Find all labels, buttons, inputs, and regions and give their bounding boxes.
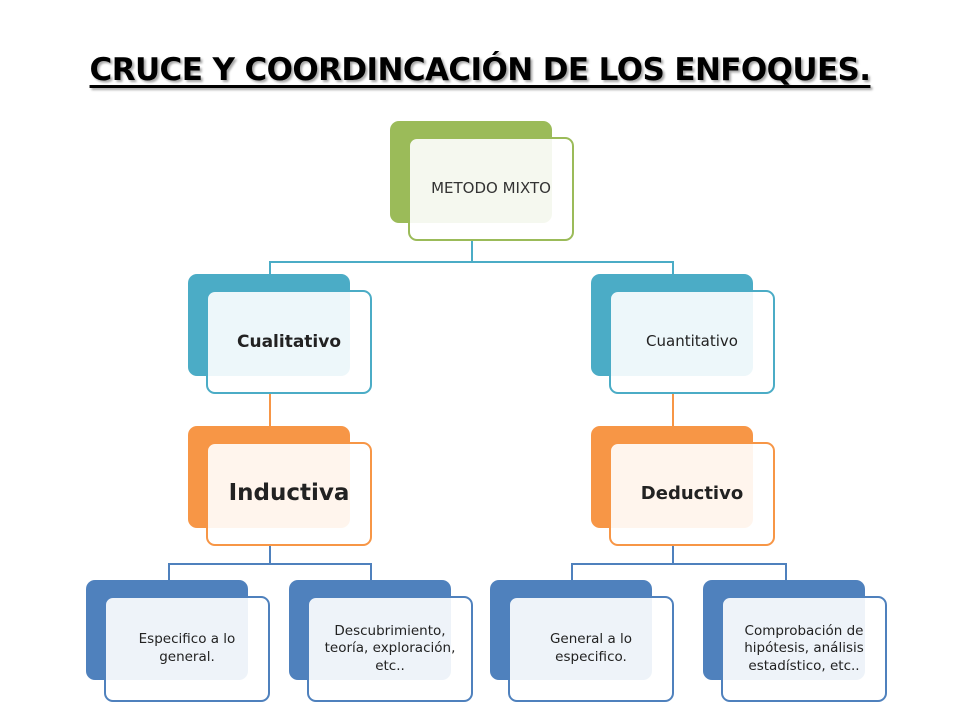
page-title: CRUCE Y COORDINCACIÓN DE LOS ENFOQUES. (89, 52, 871, 88)
detail-node-label: Especifico a lo general. (104, 596, 270, 702)
root-node-label: METODO MIXTO (408, 137, 574, 241)
connector-root-branches (269, 240, 674, 276)
detail-node-label: General a lo especifico. (508, 596, 674, 702)
connector-branch-methods (269, 394, 674, 430)
branch-node-label: Cualitativo (206, 290, 372, 394)
branch-node-label: Cuantitativo (609, 290, 775, 394)
connector-method-details (168, 546, 787, 582)
method-node-label: Inductiva (206, 442, 372, 546)
detail-node-label: Comprobación de hipótesis, análisis esta… (721, 596, 887, 702)
method-node-label: Deductivo (609, 442, 775, 546)
detail-node-label: Descubrimiento, teoría, exploración, etc… (307, 596, 473, 702)
